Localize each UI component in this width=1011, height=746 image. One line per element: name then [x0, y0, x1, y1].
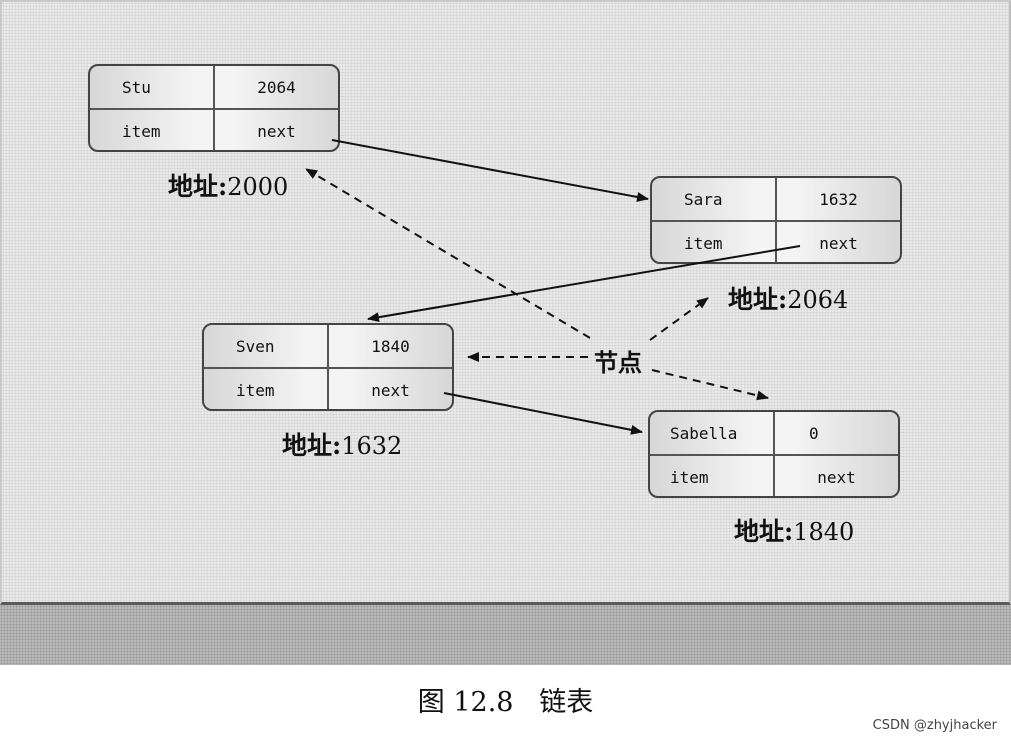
- next-value: 1840: [371, 336, 410, 356]
- next-label: next: [257, 121, 296, 141]
- address-value: 1840: [793, 518, 855, 546]
- pointer-node-to-stu: [305, 168, 591, 339]
- address-label: 地址:: [282, 431, 342, 460]
- next-value: 1632: [819, 189, 858, 209]
- node-top-row: Sara 1632: [652, 178, 900, 220]
- watermark: CSDN @zhyjhacker: [872, 718, 997, 733]
- link-sara-to-sven: [367, 245, 801, 323]
- address-value: 2064: [787, 286, 849, 314]
- address-label: 地址:: [728, 285, 788, 314]
- node-bottom-row: item next: [650, 454, 898, 496]
- item-value: Stu: [90, 66, 215, 108]
- item-value: Sara: [652, 178, 777, 220]
- item-label: item: [652, 222, 777, 262]
- node-top-row: Stu 2064: [90, 66, 338, 108]
- address-value: 1632: [341, 432, 403, 460]
- address-value: 2000: [227, 173, 289, 201]
- item-label: item: [204, 369, 329, 409]
- node-sabella: Sabella 0 item next: [648, 410, 900, 498]
- node-label: 节点: [594, 348, 642, 377]
- address-sara: 地址:2064: [728, 280, 848, 316]
- next-value: 0: [809, 423, 819, 443]
- node-sven: Sven 1840 item next: [202, 323, 454, 411]
- node-stu: Stu 2064 item next: [88, 64, 340, 152]
- node-top-row: Sabella 0: [650, 412, 898, 454]
- pointer-node-to-sabella: [651, 369, 769, 401]
- link-sven-to-sabella: [443, 392, 643, 435]
- address-sven: 地址:1632: [282, 426, 402, 462]
- item-value: Sabella: [650, 412, 775, 454]
- diagram-arrows: [305, 139, 801, 435]
- next-value: 2064: [257, 77, 296, 97]
- pointer-node-to-sara: [649, 297, 709, 341]
- item-label: item: [650, 456, 775, 496]
- next-label: next: [371, 380, 410, 400]
- address-label: 地址:: [168, 172, 228, 201]
- node-bottom-row: item next: [90, 108, 338, 150]
- address-label: 地址:: [734, 517, 794, 546]
- figure-caption: 图 12.8 链表: [417, 687, 594, 718]
- diagram-shadow-band: [0, 605, 1011, 665]
- item-label: item: [90, 110, 215, 150]
- address-sabella: 地址:1840: [734, 512, 854, 548]
- next-label: next: [819, 233, 858, 253]
- link-stu-to-sara: [331, 139, 649, 202]
- node-top-row: Sven 1840: [204, 325, 452, 367]
- address-stu: 地址:2000: [168, 167, 288, 203]
- item-value: Sven: [204, 325, 329, 367]
- node-bottom-row: item next: [204, 367, 452, 409]
- next-label: next: [817, 467, 856, 487]
- node-bottom-row: item next: [652, 220, 900, 262]
